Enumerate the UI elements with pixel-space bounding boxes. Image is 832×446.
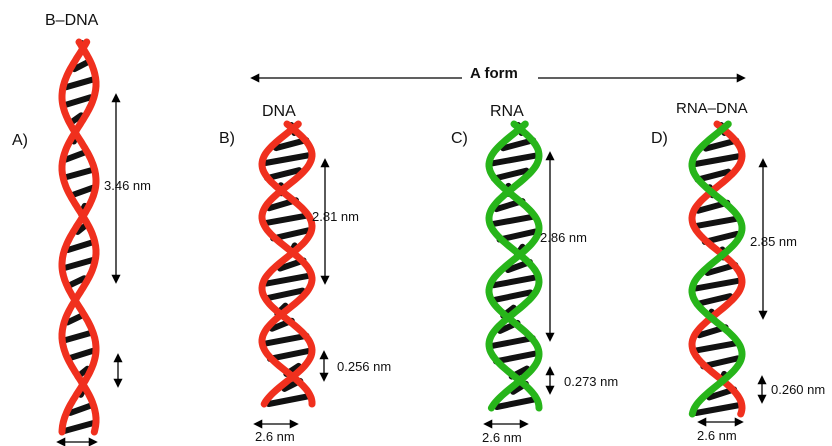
panel-d-width-label: 2.6 nm xyxy=(697,428,737,443)
panel-a-base-pair xyxy=(61,257,96,272)
panel-b-base-pair xyxy=(261,212,312,227)
panel-a-base-pair xyxy=(64,239,97,254)
panel-d-letter: D) xyxy=(651,130,668,147)
panel-a-base-pair xyxy=(64,347,97,362)
panel-d-base-pair xyxy=(702,137,740,152)
panel-b-base-pair xyxy=(261,332,310,347)
panel-b-base-pair xyxy=(263,272,313,287)
panel-a-base-pair xyxy=(62,148,91,163)
panel-a-base-pair xyxy=(61,329,96,344)
panel-b-base-pair xyxy=(265,393,313,407)
panel-d-base-pair xyxy=(694,168,732,183)
panel-c-name: RNA xyxy=(490,103,524,120)
b-dna-title: B–DNA xyxy=(45,12,99,29)
panel-b-base-pair xyxy=(264,167,303,182)
panel-c-width-label: 2.6 nm xyxy=(482,430,522,445)
panel-b-strand-1 xyxy=(258,120,316,408)
panel-d-base-pair xyxy=(691,215,743,230)
panel-c-base-pair xyxy=(500,137,537,152)
panel-c-letter: C) xyxy=(451,130,468,147)
panel-d-strand-2 xyxy=(688,120,746,418)
panel-c-pitch-label: 2.86 nm xyxy=(540,230,587,245)
panel-d-base-pair xyxy=(693,293,733,308)
panel-a-strand-1 xyxy=(58,38,100,436)
panel-a-base-pair xyxy=(61,166,97,181)
panel-c-base-pair xyxy=(488,289,534,304)
panel-b-letter: B) xyxy=(219,130,235,147)
panel-c-base-pair xyxy=(496,228,539,243)
panel-b-base-pair xyxy=(261,152,313,167)
panel-b-base-pair xyxy=(262,287,306,302)
panel-a-pitch-label: 3.46 nm xyxy=(104,178,151,193)
panel-a-letter: A) xyxy=(12,132,28,149)
panel-c-base-pair xyxy=(490,274,540,289)
panel-b-strand-2 xyxy=(258,120,316,408)
panel-b-width-label: 2.6 nm xyxy=(255,429,295,444)
panel-b-base-pair xyxy=(266,347,313,362)
panel-d-pitch-label: 2.85 nm xyxy=(750,234,797,249)
panel-c-base-pair xyxy=(488,213,539,228)
panel-b-rise-label: 0.256 nm xyxy=(337,359,392,374)
panel-c-base-pair xyxy=(493,396,540,410)
panel-c-base-pair xyxy=(488,152,540,167)
panel-d-rise-label: 0.260 nm xyxy=(771,382,826,397)
panel-a-base-pair xyxy=(61,420,97,434)
panel-c-rise-label: 0.273 nm xyxy=(564,374,619,389)
panel-b-base-pair xyxy=(273,137,310,152)
panel-c-strand-2 xyxy=(485,120,543,412)
a-form-label: A form xyxy=(470,65,518,82)
panel-c-base-pair xyxy=(488,335,536,350)
panel-c-base-pair xyxy=(490,167,530,182)
panel-a-base-pair xyxy=(61,94,94,109)
panel-d-base-pair xyxy=(692,402,743,416)
panel-b-name: DNA xyxy=(262,103,296,120)
panel-c-base-pair xyxy=(492,350,540,365)
panel-a-base-pair xyxy=(67,184,96,199)
panel-a-base-pair xyxy=(67,401,96,416)
panel-d-base-pair xyxy=(691,153,743,168)
panel-d-base-pair xyxy=(691,339,742,354)
panel-a-base-pair xyxy=(63,76,97,91)
panel-c-strand-1 xyxy=(485,120,543,412)
panel-d-base-pair xyxy=(692,277,743,292)
panel-d-name: RNA–DNA xyxy=(676,100,748,117)
panel-a-strand-2 xyxy=(58,38,100,436)
panel-b-pitch-label: 2.81 nm xyxy=(312,209,359,224)
panel-d-strand-1 xyxy=(688,120,746,418)
